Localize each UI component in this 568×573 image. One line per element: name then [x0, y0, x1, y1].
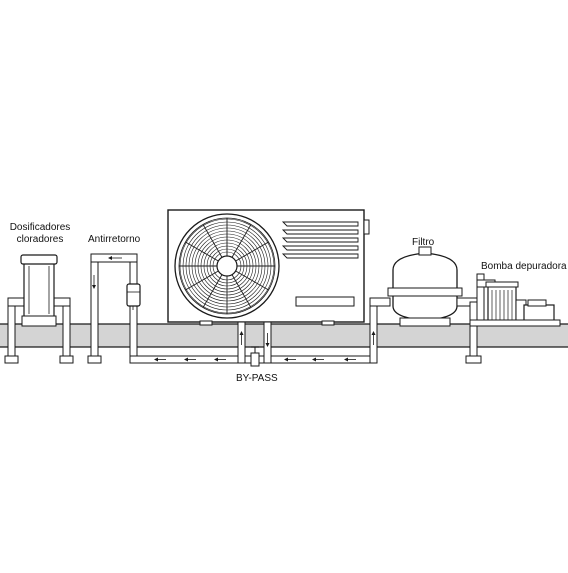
chlorinator-label-line1: Dosificadores	[9, 222, 71, 233]
main-pipe	[0, 323, 568, 348]
filter-label: Filtro	[412, 237, 435, 248]
chlorinator-label-line2: cloradores	[16, 234, 64, 245]
chlorinator-label: Dosificadores cloradores	[5, 222, 75, 246]
chlorinator-unit	[4, 254, 74, 364]
bypass-label: BY-PASS	[236, 373, 278, 384]
check-valve-label: Antirretorno	[88, 234, 141, 245]
filter-tank	[387, 246, 482, 364]
circulation-pump	[469, 273, 561, 327]
pump-label: Bomba depuradora	[481, 261, 567, 272]
heat-pump-unit	[167, 209, 370, 326]
